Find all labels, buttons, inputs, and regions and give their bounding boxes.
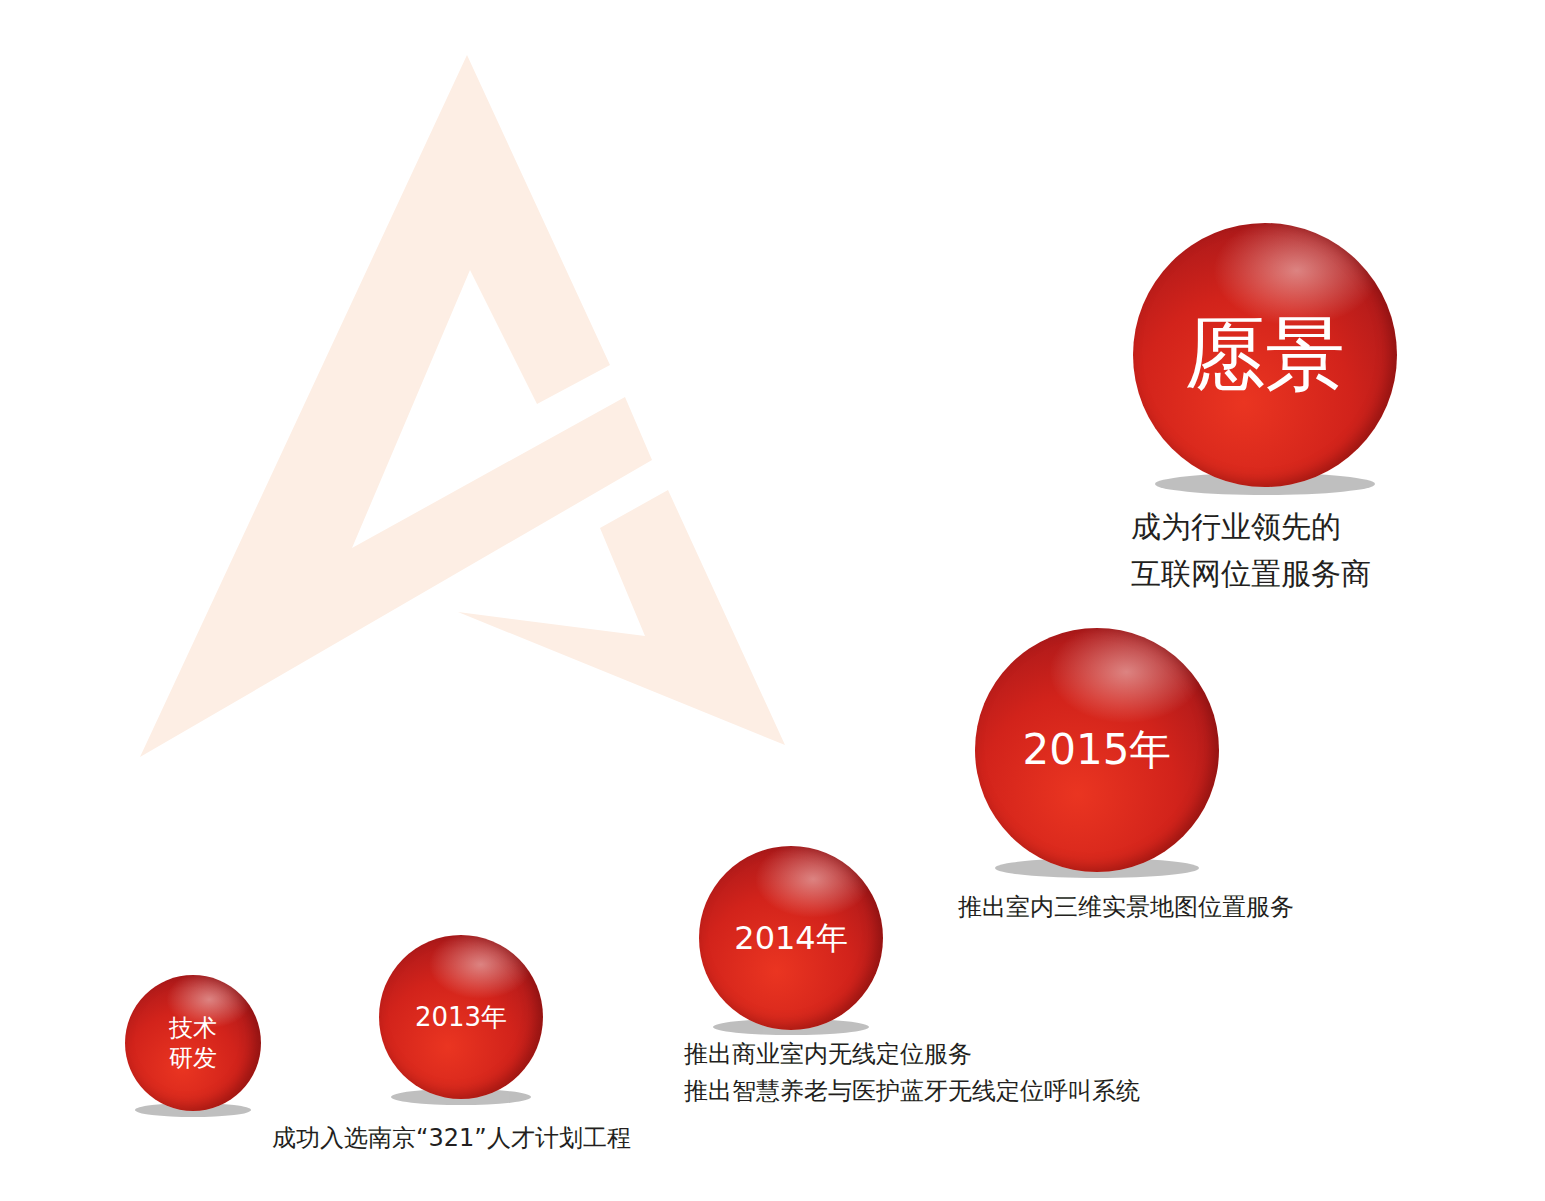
sphere-label: 技术 研发 <box>163 1013 223 1073</box>
sphere-inner: 愿景 <box>1133 223 1397 487</box>
watermark-logo <box>140 55 785 757</box>
sphere-node: 2015年推出室内三维实景地图位置服务 <box>975 628 1219 872</box>
sphere-inner: 2013年 <box>379 935 543 1099</box>
milestone-caption: 成功入选南京“321”人才计划工程 <box>272 1120 631 1157</box>
sphere-node: 愿景成为行业领先的 互联网位置服务商 <box>1133 223 1397 487</box>
milestone-caption: 推出商业室内无线定位服务 <box>684 1036 972 1073</box>
sphere-label: 2014年 <box>734 918 847 958</box>
sphere-node: 2014年推出商业室内无线定位服务推出智慧养老与医护蓝牙无线定位呼叫系统 <box>699 846 883 1030</box>
milestone-caption: 成为行业领先的 互联网位置服务商 <box>1131 504 1461 597</box>
milestone-caption: 推出室内三维实景地图位置服务 <box>958 889 1294 926</box>
sphere-node: 2013年成功入选南京“321”人才计划工程 <box>379 935 543 1099</box>
sphere-label: 2013年 <box>415 1001 507 1034</box>
milestone-caption: 推出智慧养老与医护蓝牙无线定位呼叫系统 <box>684 1073 1140 1110</box>
sphere-node: 技术 研发 <box>125 975 261 1111</box>
sphere-label: 2015年 <box>1023 724 1172 777</box>
sphere-inner: 2014年 <box>699 846 883 1030</box>
sphere-inner: 技术 研发 <box>125 975 261 1111</box>
sphere-label: 愿景 <box>1185 305 1345 405</box>
sphere-inner: 2015年 <box>975 628 1219 872</box>
